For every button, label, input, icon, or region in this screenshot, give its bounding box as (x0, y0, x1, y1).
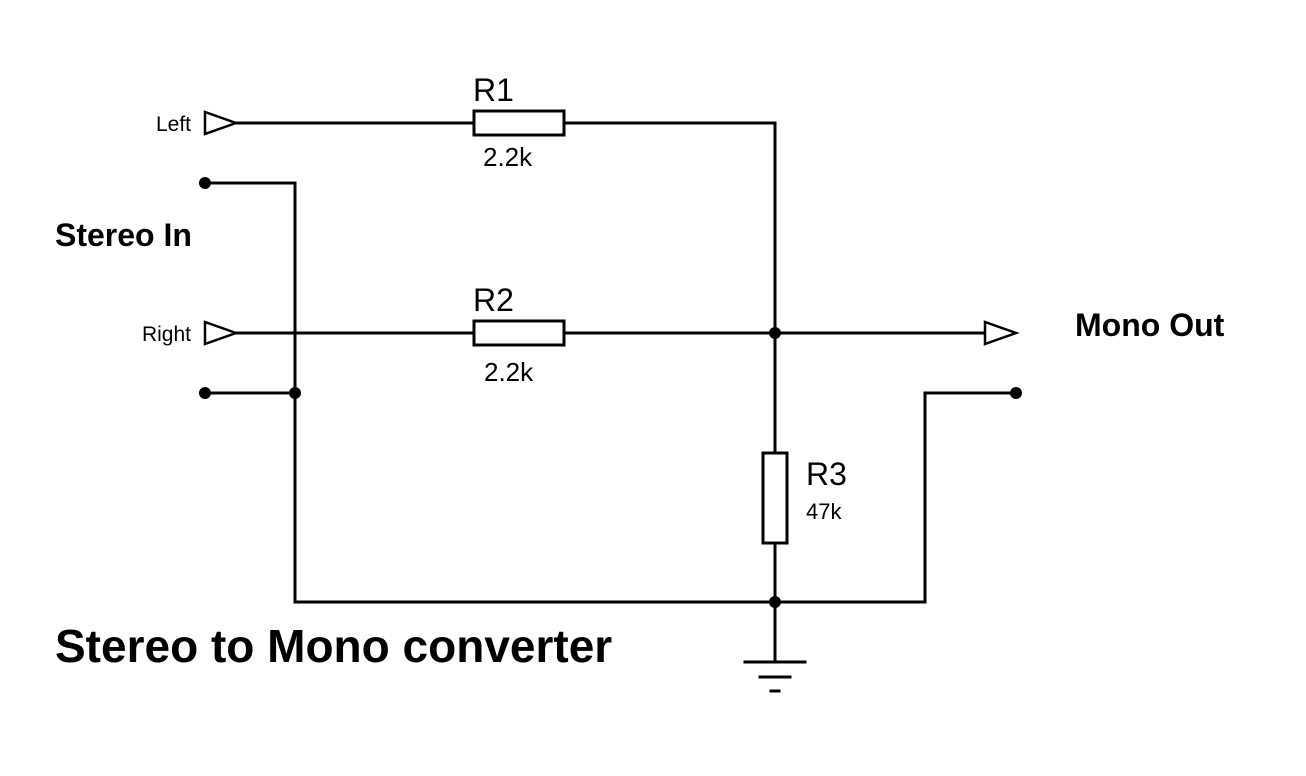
right-input-line (203, 319, 1020, 347)
ground-symbol (743, 660, 807, 693)
r1-ref-label: R1 (473, 72, 514, 108)
r1-value-label: 2.2k (483, 142, 533, 172)
right-ground-terminal (199, 387, 211, 399)
r3-branch (761, 331, 789, 664)
stereo-in-label: Stereo In (55, 217, 192, 253)
ground-junction-dot (289, 387, 301, 399)
output-ground-terminal (1010, 387, 1022, 399)
mono-out-label: Mono Out (1075, 307, 1225, 343)
mono-output-port (983, 320, 1020, 346)
summing-junction-dot (769, 327, 781, 339)
r3-resistor (761, 451, 789, 545)
r2-value-label: 2.2k (484, 357, 534, 387)
input-ground-wire (203, 181, 927, 604)
r2-ref-label: R2 (473, 282, 514, 318)
left-input-line (203, 109, 777, 335)
r1-resistor (472, 109, 566, 137)
output-ground-wire (923, 391, 1018, 604)
left-port-label: Left (156, 113, 191, 136)
right-input-port (203, 320, 240, 346)
bottom-junction-dot (769, 596, 781, 608)
r2-resistor (472, 319, 566, 347)
r3-ref-label: R3 (806, 456, 847, 492)
right-port-label: Right (142, 323, 191, 346)
left-ground-terminal (199, 177, 211, 189)
left-input-port (203, 110, 240, 136)
r3-value-label: 47k (806, 499, 842, 524)
diagram-title: Stereo to Mono converter (55, 620, 612, 672)
